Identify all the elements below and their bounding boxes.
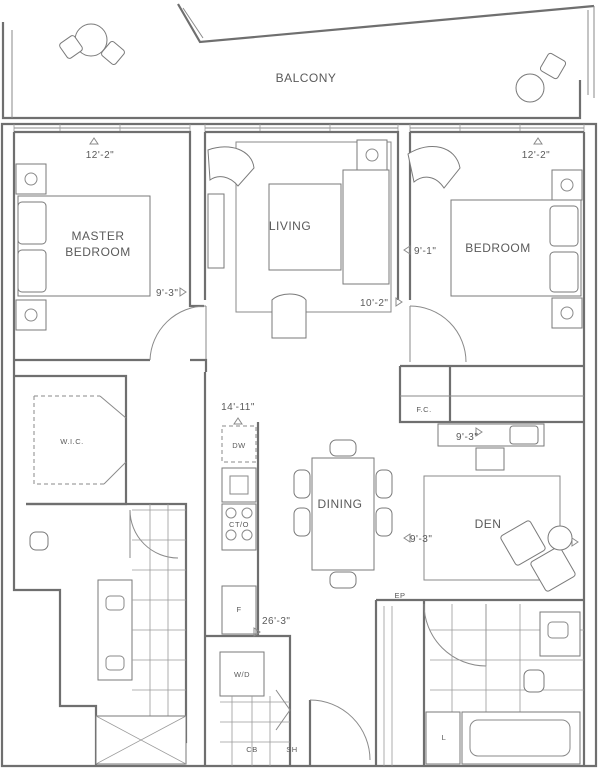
master-bath	[29, 504, 187, 765]
balcony-table-left	[59, 23, 125, 65]
dim-den-depth: 9'-3"	[410, 534, 432, 545]
dim-bedroom-width: 12'-2"	[522, 150, 550, 161]
dim-bedroom-depth: 9'-1"	[414, 246, 436, 257]
dim-living-width: 10'-2"	[360, 298, 388, 309]
den-furniture	[423, 423, 576, 592]
dim-den-width: 9'-3"	[456, 432, 478, 443]
interior-walls	[14, 130, 584, 766]
dim-kitchen-length: 14'-11"	[221, 402, 255, 413]
room-label-bedroom: BEDROOM	[465, 241, 531, 255]
fixture-cb: CB	[246, 745, 257, 754]
dim-master-width: 12'-2"	[86, 150, 114, 161]
fixture-f: F	[236, 605, 241, 614]
fixture-l: L	[442, 733, 447, 742]
fixture-sh: SH	[286, 745, 297, 754]
room-label-master-line2: BEDROOM	[65, 245, 131, 259]
dim-master-depth: 9'-3"	[156, 288, 178, 299]
second-bath	[383, 604, 584, 766]
room-label-wic: W.I.C.	[60, 437, 83, 446]
laundry	[219, 651, 291, 766]
fixture-wd: W/D	[234, 670, 250, 679]
balcony-table-right	[515, 52, 567, 103]
room-label-dining: DINING	[318, 497, 363, 511]
balcony	[1, 3, 595, 120]
room-label-den: DEN	[475, 517, 502, 531]
dining-table	[293, 439, 393, 589]
room-label-living: LIVING	[269, 219, 311, 233]
bedroom-furniture	[407, 146, 583, 329]
fixture-ct-o: CT/O	[229, 520, 249, 529]
room-label-balcony: BALCONY	[276, 71, 337, 85]
room-label-master-line1: MASTER	[71, 229, 124, 243]
master-bed	[15, 163, 151, 331]
kitchen	[221, 425, 257, 635]
fixture-dw: DW	[232, 441, 246, 450]
dimension-markers	[89, 137, 579, 637]
fixture-fc: F.C.	[416, 405, 431, 414]
dim-laundry-width: 26'-3"	[262, 616, 290, 627]
fixture-ep: EP	[394, 591, 405, 600]
living-furniture	[207, 139, 392, 339]
